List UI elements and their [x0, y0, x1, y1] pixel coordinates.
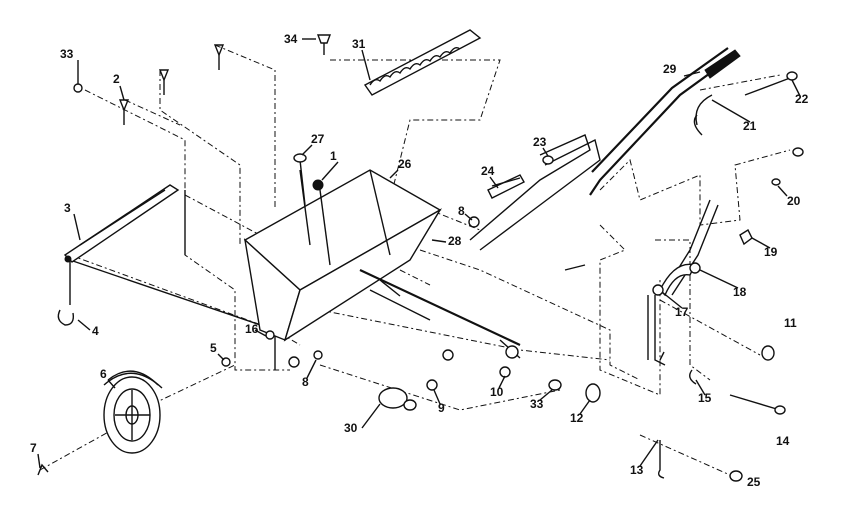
assembly-guide-lines	[39, 44, 791, 476]
callout-20: 20	[787, 194, 801, 208]
wheel	[103, 370, 163, 454]
callout-10: 10	[490, 385, 504, 399]
gear-rack	[363, 29, 482, 96]
frame-outline	[69, 190, 276, 370]
leader-lines	[37, 38, 801, 469]
callout-13: 13	[630, 463, 644, 477]
callout-29: 29	[663, 62, 677, 76]
callout-18: 18	[733, 285, 747, 299]
callout-4: 4	[92, 324, 99, 338]
callout-27: 27	[311, 132, 325, 146]
callout-1: 1	[330, 149, 337, 163]
callout-8-bottom: 8	[302, 375, 309, 389]
leg	[57, 309, 75, 326]
callout-28: 28	[448, 234, 462, 248]
handle	[589, 47, 741, 196]
callout-14: 14	[776, 434, 790, 448]
callout-26: 26	[398, 157, 412, 171]
callout-30: 30	[344, 421, 358, 435]
agitator-shaft	[359, 269, 521, 359]
callout-7: 7	[30, 441, 37, 455]
callout-21: 21	[743, 119, 757, 133]
callout-34: 34	[284, 32, 298, 46]
callout-17: 17	[675, 305, 689, 319]
hopper	[243, 159, 442, 342]
callout-15: 15	[698, 391, 712, 405]
deflector-bar	[63, 184, 180, 263]
callout-33-top: 33	[60, 47, 74, 61]
callout-8-top: 8	[458, 204, 465, 218]
part-callouts: 1 2 3 4 5 6 7 8 8 9 10 11 12 13 14 15 16…	[30, 32, 809, 489]
callout-22: 22	[795, 92, 809, 106]
callout-2: 2	[113, 72, 120, 86]
callout-24: 24	[481, 164, 495, 178]
callout-6: 6	[100, 367, 107, 381]
callout-33-bottom: 33	[530, 397, 544, 411]
callout-25: 25	[747, 475, 761, 489]
callout-5: 5	[210, 341, 217, 355]
hardware	[37, 34, 804, 482]
callout-11: 11	[784, 316, 797, 330]
callout-16-left: 16	[245, 322, 259, 336]
side-strut	[487, 174, 525, 199]
callout-31: 31	[352, 37, 366, 51]
callout-3: 3	[64, 201, 71, 215]
callout-23: 23	[533, 135, 547, 149]
control-lever	[647, 199, 719, 366]
callout-12: 12	[570, 411, 584, 425]
callout-19: 19	[764, 245, 778, 259]
callout-9: 9	[438, 401, 445, 415]
